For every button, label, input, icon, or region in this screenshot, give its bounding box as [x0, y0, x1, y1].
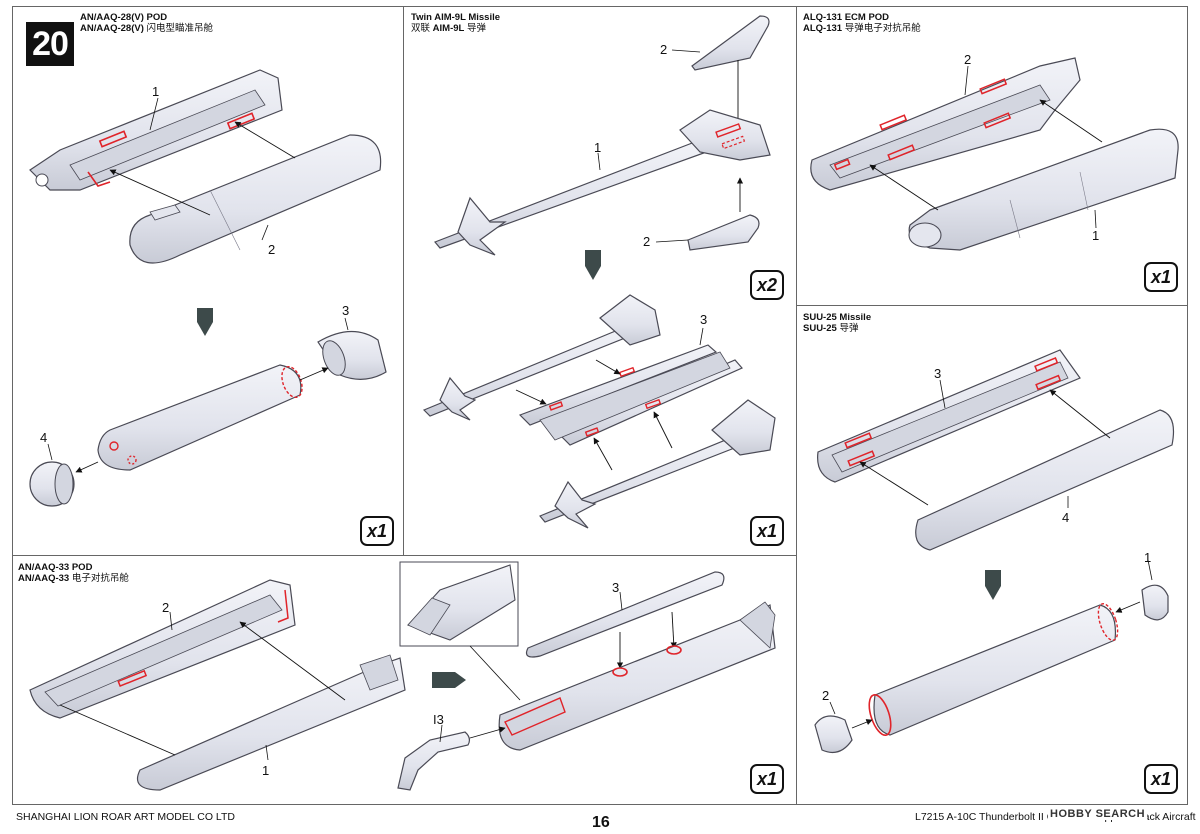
aim9l-part-2-fin-bottom [687, 214, 760, 251]
suu25-multiplier: x1 [1144, 764, 1178, 794]
step-number-badge: 20 [26, 22, 74, 66]
alq131-assembly: 2 1 [810, 52, 1179, 251]
aim9l-callout-2-top: 2 [660, 42, 667, 57]
alq131-part-2-half-shell [810, 57, 1081, 191]
aim9l-part-3-launcher [518, 344, 743, 446]
aaq28-assembly: 1 2 3 4 [29, 69, 387, 507]
aaq28-callout-3: 3 [342, 303, 349, 318]
aim9l-title-cn: 双联 AIM-9L 导弹 [411, 23, 486, 34]
aaq33-assembly: 2 1 3 [29, 561, 776, 791]
aaq33-multiplier: x1 [750, 764, 784, 794]
aaq28-callout-2: 2 [268, 242, 275, 257]
panel-frame-left-bottom [12, 555, 797, 805]
aaq33-part-i3-bracket [397, 731, 471, 791]
aaq28-multiplier: x1 [360, 516, 394, 546]
aaq33-part-3-rail [525, 571, 725, 658]
alq131-callout-1: 1 [1092, 228, 1099, 243]
aim9l-part-2-fin-top [691, 15, 770, 71]
aaq33-callout-i3: I3 [433, 712, 444, 727]
suu25-step-arrow [985, 570, 1001, 600]
alq131-callout-2: 2 [964, 52, 971, 67]
aaq28-callout-4: 4 [40, 430, 47, 445]
aim9l-callout-2-bottom: 2 [643, 234, 650, 249]
aim9l-callout-3: 3 [700, 312, 707, 327]
suu25-part-3-half-shell [817, 349, 1081, 483]
suu25-part-1-cap [1141, 584, 1169, 621]
suu25-part-4-body [915, 409, 1175, 551]
aaq28-part-2-pod-body [129, 134, 382, 264]
suu25-part-2-nose [814, 715, 853, 753]
aim9l-assembly: 2 1 2 [422, 15, 776, 529]
aim9l-title: Twin AIM-9L Missile [411, 12, 501, 23]
suu25-assembly: 3 4 1 2 [814, 349, 1175, 753]
suu25-title: SUU-25 Missile [803, 312, 872, 323]
aaq33-assembled-pod [498, 601, 776, 751]
aaq33-step-arrow [432, 672, 466, 688]
suu25-callout-2: 2 [822, 688, 829, 703]
aim9l-step-arrow [585, 250, 601, 280]
alq131-title: ALQ-131 ECM POD [803, 12, 890, 23]
aim9l-callout-1: 1 [594, 140, 601, 155]
aaq28-part-4-dome [29, 461, 75, 507]
alq131-title-cn: ALQ-131 导弹电子对抗吊舱 [803, 23, 921, 34]
suu25-assembled-body [868, 603, 1119, 736]
aaq28-title: AN/AAQ-28(V) POD [80, 12, 168, 23]
aaq33-part-2-half-shell [29, 579, 296, 719]
aim9l-lower-missile [539, 399, 776, 529]
aaq33-part-1-pod-body [136, 654, 406, 791]
watermark: HOBBY SEARCH [1048, 808, 1148, 820]
aaq28-title-cn: AN/AAQ-28(V) 闪电型瞄准吊舱 [80, 23, 214, 34]
aaq28-part-3-cap [317, 330, 387, 380]
aim9l-multiplier: x1 [750, 516, 784, 546]
suu25-callout-4: 4 [1062, 510, 1069, 525]
aim9l-multiplier-x2: x2 [750, 270, 784, 300]
aaq33-title-cn: AN/AAQ-33 电子对抗吊舱 [18, 573, 129, 584]
footer-page-number: 16 [592, 814, 610, 831]
aaq33-callout-3: 3 [612, 580, 619, 595]
alq131-part-1-pod-body [908, 128, 1179, 251]
aaq28-part-1-half-shell [29, 69, 283, 191]
aaq33-inset-nose [407, 564, 516, 641]
aaq33-callout-1: 1 [262, 763, 269, 778]
footer-company: SHANGHAI LION ROAR ART MODEL CO LTD [16, 811, 235, 823]
aaq33-callout-2: 2 [162, 600, 169, 615]
aaq28-step-arrow [197, 308, 213, 336]
aim9l-upper-missile [422, 294, 661, 421]
aaq28-callout-1: 1 [152, 84, 159, 99]
aaq28-assembled-pod [97, 364, 303, 471]
suu25-title-cn: SUU-25 导弹 [803, 323, 859, 334]
aaq33-title: AN/AAQ-33 POD [18, 562, 93, 573]
suu25-callout-3: 3 [934, 366, 941, 381]
suu25-callout-1: 1 [1144, 550, 1151, 565]
alq131-multiplier: x1 [1144, 262, 1178, 292]
aim9l-part-1-missile [434, 109, 771, 256]
